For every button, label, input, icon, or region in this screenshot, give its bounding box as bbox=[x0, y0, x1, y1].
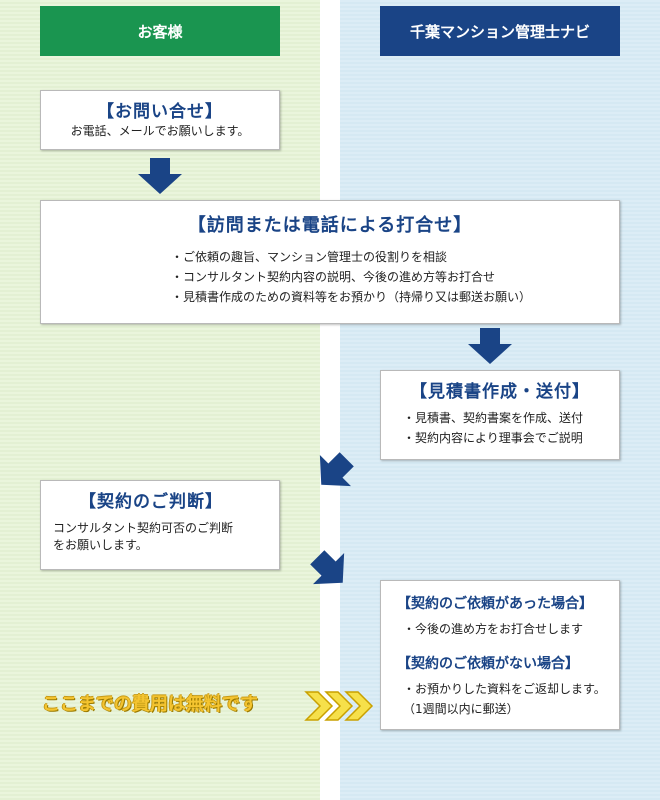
free-of-charge-note: ここまでの費用は無料です bbox=[42, 694, 258, 715]
arrow-down-left-icon bbox=[319, 452, 354, 487]
result-box: 【契約のご依頼があった場合】 ・今後の進め方をお打合せします 【契約のご依頼がな… bbox=[380, 580, 620, 730]
meeting-line: ・ご依頼の趣旨、マンション管理士の役割りを相談 bbox=[171, 250, 448, 264]
estimate-line: ・見積書、契約書案を作成、送付 bbox=[403, 411, 584, 425]
inquiry-title: 【お問い合せ】 bbox=[97, 102, 223, 122]
result-not-requested-line: ・お預かりした資料をご返却します。 bbox=[403, 682, 606, 696]
meeting-line: ・コンサルタント契約内容の説明、今後の進め方等お打合せ bbox=[171, 270, 496, 284]
result-not-requested-title: 【契約のご依頼がない場合】 bbox=[397, 656, 579, 672]
result-not-requested-line: （1週間以内に郵送） bbox=[403, 702, 519, 716]
inquiry-box: 【お問い合せ】 お電話、メールでお願いします。 bbox=[40, 90, 280, 150]
navi-column-header: 千葉マンション管理士ナビ bbox=[380, 6, 620, 56]
result-requested-line: ・今後の進め方をお打合せします bbox=[403, 622, 584, 636]
result-requested-title: 【契約のご依頼があった場合】 bbox=[397, 596, 593, 612]
decision-line: コンサルタント契約可否のご判断 bbox=[53, 521, 234, 535]
estimate-box: 【見積書作成・送付】 ・見積書、契約書案を作成、送付 ・契約内容により理事会でご… bbox=[380, 370, 620, 460]
decision-box: 【契約のご判断】 コンサルタント契約可否のご判断 をお願いします。 bbox=[40, 480, 280, 570]
estimate-title: 【見積書作成・送付】 bbox=[410, 382, 590, 402]
arrow-down-icon bbox=[138, 158, 182, 194]
meeting-box: 【訪問または電話による打合せ】 ・ご依頼の趣旨、マンション管理士の役割りを相談 … bbox=[40, 200, 620, 324]
estimate-line: ・契約内容により理事会でご説明 bbox=[403, 431, 583, 445]
inquiry-line: お電話、メールでお願いします。 bbox=[70, 124, 250, 138]
meeting-title: 【訪問または電話による打合せ】 bbox=[187, 215, 473, 236]
arrow-down-icon bbox=[468, 328, 512, 364]
chevron-right-icon bbox=[304, 691, 374, 721]
customer-column-header: お客様 bbox=[40, 6, 280, 56]
decision-title: 【契約のご判断】 bbox=[79, 492, 223, 512]
meeting-line: ・見積書作成のための資料等をお預かり（持帰り又は郵送お願い） bbox=[171, 290, 532, 304]
arrow-down-right-icon bbox=[310, 550, 345, 585]
decision-line: をお願いします。 bbox=[53, 538, 148, 552]
